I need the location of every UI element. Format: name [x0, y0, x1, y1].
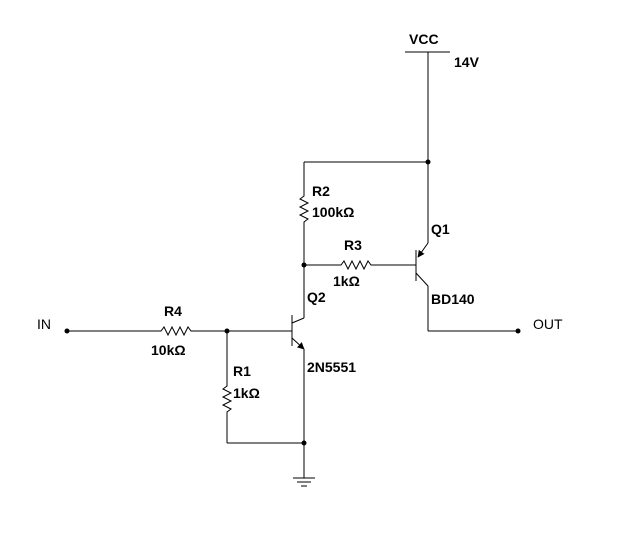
r2-resistor-icon — [298, 190, 310, 231]
q2-ref-label: Q2 — [307, 289, 326, 305]
r1-ref-label: R1 — [233, 363, 251, 379]
junction-dot — [301, 440, 307, 446]
q2-transistor-icon — [291, 315, 305, 350]
q2-part-label: 2N5551 — [307, 359, 356, 375]
output-terminal — [515, 328, 521, 334]
q1-transistor-icon — [415, 242, 429, 331]
r3-resistor-icon — [337, 259, 378, 271]
vcc-voltage-label: 14V — [454, 54, 480, 70]
q1-part-label: BD140 — [431, 291, 475, 307]
r1-resistor-icon — [221, 380, 233, 421]
output-label: OUT — [533, 316, 563, 332]
r2-ref-label: R2 — [312, 183, 330, 199]
r4-resistor-icon — [157, 325, 198, 337]
r3-value-label: 1kΩ — [333, 273, 360, 289]
vcc-supply — [405, 51, 450, 162]
r4-value-label: 10kΩ — [151, 342, 186, 358]
top-rail-wire — [303, 161, 429, 243]
r1-value-label: 1kΩ — [233, 385, 260, 401]
r3-ref-label: R3 — [344, 237, 362, 253]
r2-value-label: 100kΩ — [312, 204, 354, 220]
ground-icon — [293, 477, 315, 487]
q1-ref-label: Q1 — [431, 221, 450, 237]
input-label: IN — [37, 316, 51, 332]
junction-dot — [425, 159, 431, 165]
vcc-label: VCC — [409, 31, 439, 47]
r4-ref-label: R4 — [164, 303, 182, 319]
